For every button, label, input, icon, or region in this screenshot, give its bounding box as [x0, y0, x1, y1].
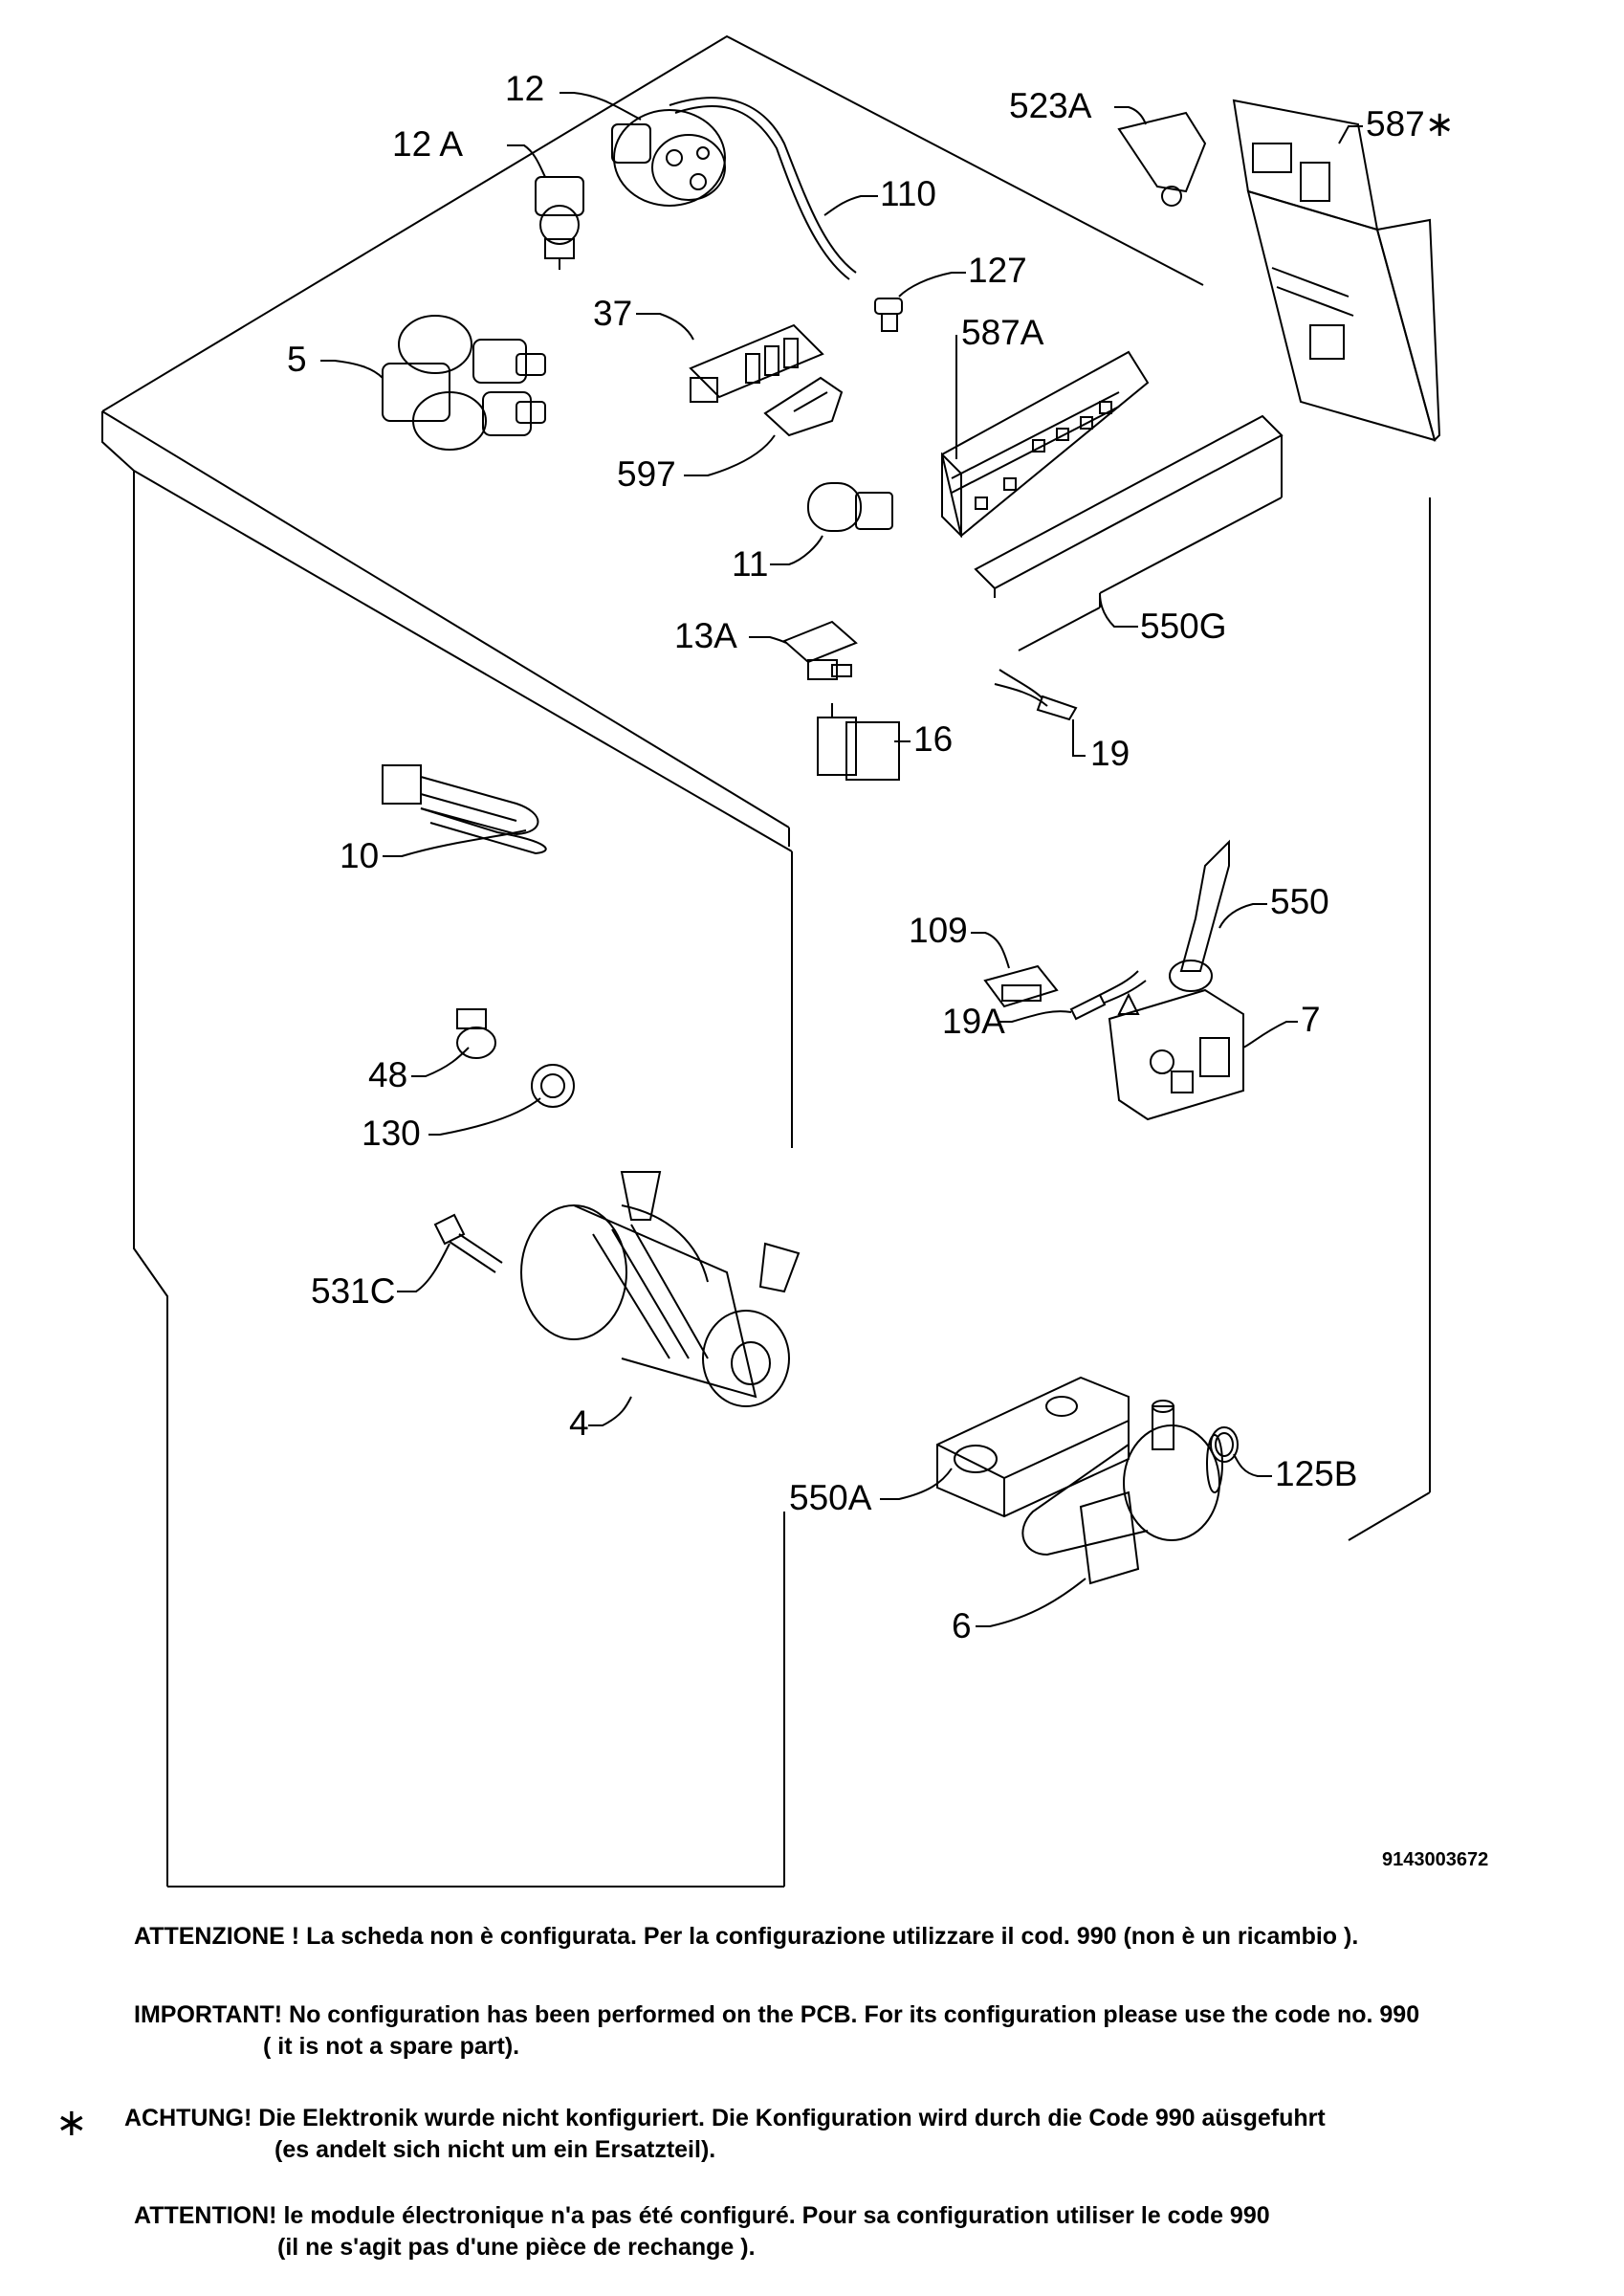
part-label-11: 11	[732, 544, 768, 584]
part-label-130: 130	[362, 1114, 421, 1153]
module-connector-part	[1117, 111, 1207, 207]
part-label-4: 4	[569, 1403, 589, 1443]
note-french: ATTENTION! le module électronique n'a pa…	[134, 2200, 1270, 2263]
capacitor-part	[807, 482, 893, 532]
relay-part	[817, 703, 900, 781]
part-label-7: 7	[1301, 1000, 1321, 1039]
part-label-550g: 550G	[1140, 607, 1227, 646]
part-label-109: 109	[909, 911, 968, 950]
main-module-part	[1232, 99, 1441, 442]
part-label-550: 550	[1270, 882, 1329, 921]
part-label-10: 10	[340, 836, 379, 875]
part-label-37: 37	[593, 294, 632, 333]
part-label-13a: 13A	[674, 616, 737, 655]
note-italian: ATTENZIONE ! La scheda non è configurata…	[134, 1921, 1358, 1953]
note-german-line-2: (es andelt sich nicht um ein Ersatzteil)…	[274, 2136, 716, 2163]
pressure-switch-part	[611, 97, 857, 280]
note-italian-text: ATTENZIONE ! La scheda non è configurata…	[134, 1923, 1359, 1950]
sensor-part	[1069, 970, 1147, 1021]
part-label-587-star: 587∗	[1366, 104, 1455, 144]
drawing-code: 9143003672	[1382, 1849, 1488, 1870]
part-label-19a: 19A	[942, 1002, 1005, 1041]
note-english-line-1: IMPORTANT! No configuration has been per…	[134, 2001, 1420, 2028]
filter-part	[531, 1064, 575, 1108]
heater-part	[382, 764, 547, 855]
part-label-597: 597	[617, 454, 676, 494]
part-label-12a: 12 A	[392, 124, 463, 164]
part-label-16: 16	[913, 719, 953, 759]
part-label-12: 12	[505, 69, 544, 108]
motor-part	[520, 1171, 801, 1407]
note-english-line-2: ( it is not a spare part).	[263, 2033, 520, 2060]
thermostat-part	[456, 1008, 496, 1059]
leader-lines	[320, 92, 1363, 1627]
door-lock-part	[1108, 988, 1244, 1121]
pump-cover-part	[936, 1376, 1130, 1518]
ntc-sensor-part	[994, 669, 1078, 721]
seal-ring-part	[1210, 1426, 1239, 1463]
bracket-part	[763, 376, 844, 437]
part-label-48: 48	[368, 1055, 407, 1094]
pcb-cover-part	[974, 414, 1284, 651]
part-label-110: 110	[880, 174, 936, 213]
note-french-line-1: ATTENTION! le module électronique n'a pa…	[134, 2202, 1270, 2229]
fitting-part	[874, 298, 903, 332]
drain-pump-part	[1021, 1400, 1223, 1585]
water-valve-part	[382, 315, 546, 451]
pcb-part	[940, 350, 1150, 539]
part-label-19: 19	[1090, 734, 1130, 773]
asterisk-marker: ∗	[55, 2101, 88, 2145]
door-lever-part	[1169, 839, 1230, 992]
connector-part	[782, 620, 858, 680]
part-label-523a: 523A	[1009, 86, 1092, 125]
note-english: IMPORTANT! No configuration has been per…	[134, 1999, 1419, 2063]
part-label-5: 5	[287, 340, 307, 379]
cabinet-outline	[101, 34, 1431, 1888]
pressure-sensor-part	[535, 176, 584, 270]
terminal-block-part	[689, 323, 824, 403]
bolt-part	[433, 1213, 503, 1273]
part-labels: 12 12 A 110 127 37 5 597 11 13A 16 19 52…	[287, 69, 1455, 1645]
note-french-line-2: (il ne s'agit pas d'une pièce de rechang…	[277, 2234, 756, 2261]
lid-part	[983, 964, 1059, 1008]
part-label-587a: 587A	[961, 313, 1044, 352]
note-german-line-1: ACHTUNG! Die Elektronik wurde nicht konf…	[124, 2105, 1326, 2131]
exploded-parts-diagram: 12 12 A 110 127 37 5 597 11 13A 16 19 52…	[101, 34, 1488, 1888]
part-label-127: 127	[968, 251, 1027, 290]
note-german: ACHTUNG! Die Elektronik wurde nicht konf…	[124, 2103, 1326, 2166]
part-label-531c: 531C	[311, 1271, 395, 1311]
part-label-125b: 125B	[1275, 1454, 1357, 1493]
part-label-550a: 550A	[789, 1478, 872, 1517]
part-label-6: 6	[952, 1606, 972, 1645]
